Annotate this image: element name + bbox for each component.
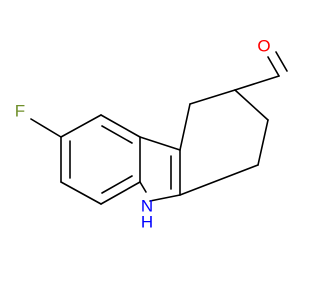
bond-c3-c4	[100, 114, 141, 138]
bond-c9a-n	[149, 194, 181, 202]
cyclohexene-ring	[179, 89, 269, 196]
bond-cho-o	[267, 56, 280, 77]
atom-label-fluorine: F	[15, 102, 25, 121]
atom-label-oxygen: O	[257, 37, 270, 56]
bond-c2-c1	[257, 119, 269, 166]
bond-c3-cho	[234, 75, 280, 91]
aldehyde-group	[234, 51, 288, 91]
molecule-structure: F O N H	[0, 0, 300, 300]
bond-c2-c3	[60, 114, 102, 138]
benzene-ring	[30, 114, 141, 205]
bond-c5-c6-inner	[101, 175, 133, 194]
bond-c3-c4-inner	[101, 125, 133, 144]
canvas-background	[0, 0, 300, 300]
atom-label-nitrogen: N	[141, 197, 153, 216]
pyrrole-ring	[139, 136, 181, 202]
bond-c1-c9a	[179, 164, 259, 196]
bond-c4-c4a	[139, 136, 181, 151]
bond-c3-c2	[234, 89, 269, 121]
bond-c4-c3	[189, 89, 236, 105]
bond-c6-c1	[60, 181, 102, 205]
bond-cho-o-second	[275, 51, 288, 72]
bond-c2-f	[30, 118, 62, 138]
bond-c4a-c4	[179, 103, 191, 151]
atom-label-hydrogen: H	[141, 213, 153, 232]
bond-c5-c6	[100, 181, 141, 205]
bond-n-c5	[139, 181, 147, 193]
